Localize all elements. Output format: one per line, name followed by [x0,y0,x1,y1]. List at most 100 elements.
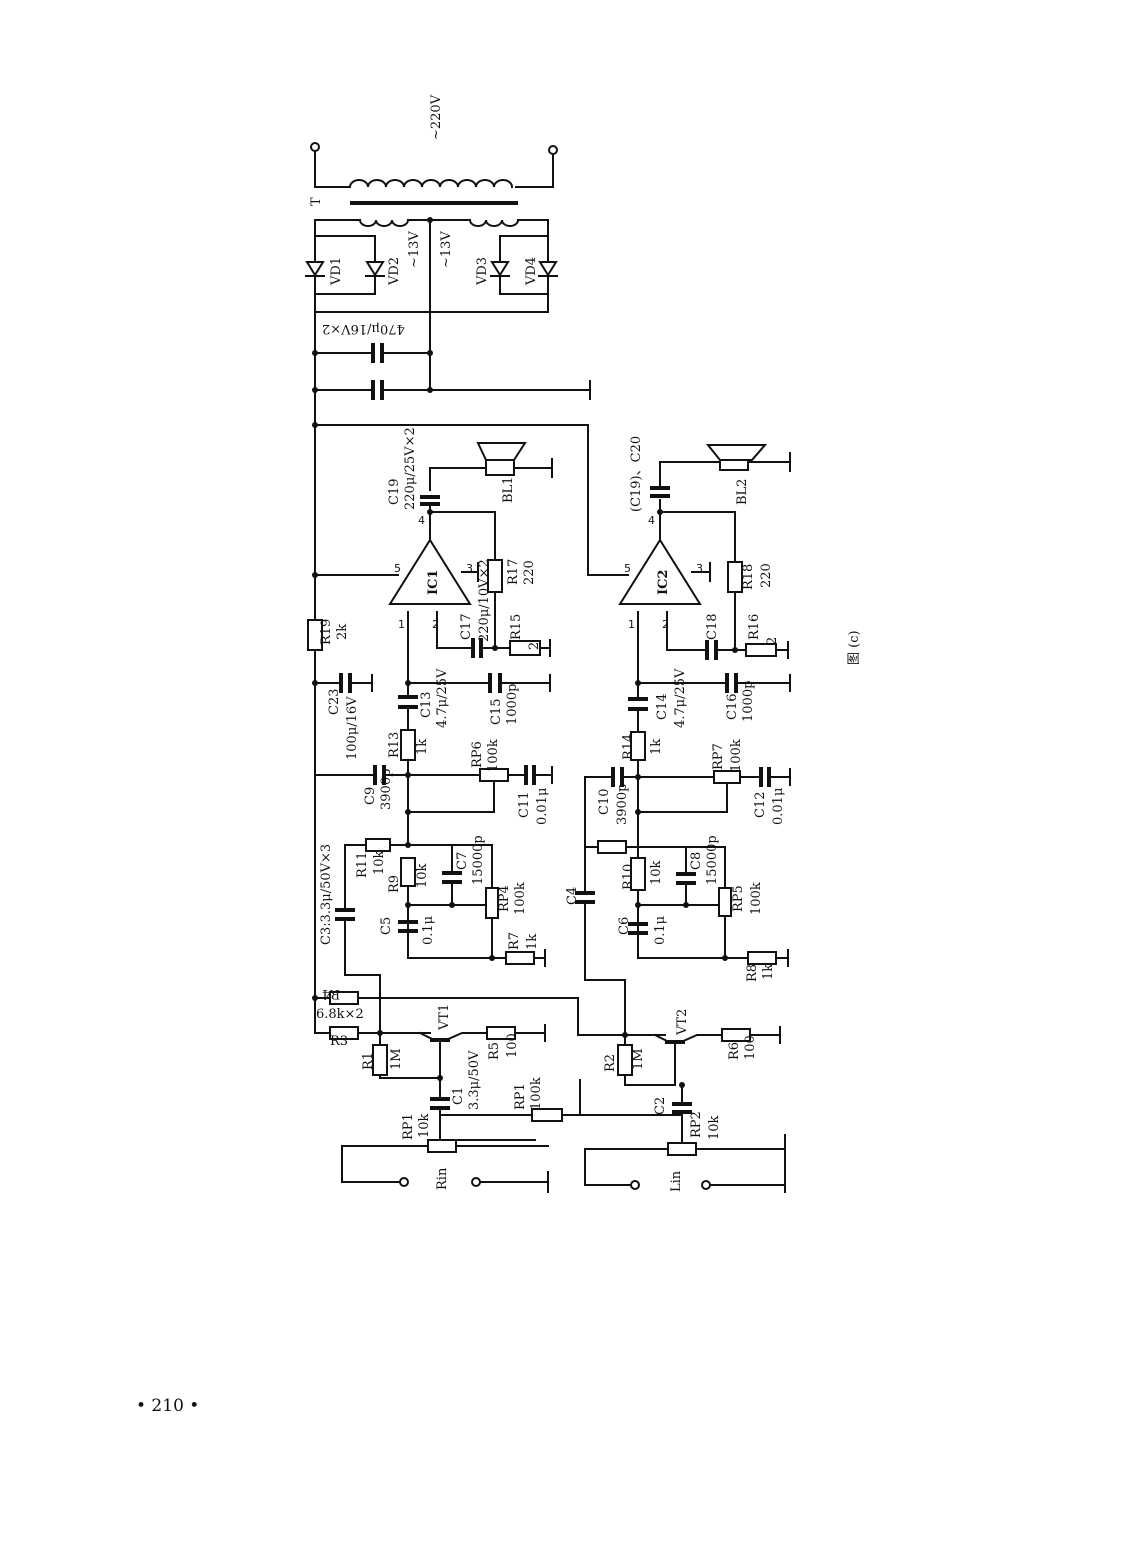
r34v-label: 6.8k×2 [316,1007,364,1022]
filter-caps-label: 470μ/16V×2 [322,321,405,336]
lin-terminal[interactable] [630,1180,640,1190]
r6v-label: 100 [743,1035,758,1060]
p2-label: 2 [662,618,669,631]
page-number: • 210 • [136,1396,200,1416]
c11-label: C11 [517,792,532,819]
r18-label: R18 [741,564,756,590]
r8 [747,951,777,965]
rp2-label: RP2 [689,1111,704,1138]
secondary-winding-b [468,218,520,227]
lin-ground-terminal[interactable] [701,1180,711,1190]
r10-feed [597,840,627,854]
r9-label: R9 [387,875,402,893]
rp1-label: RP1 [513,1083,528,1110]
lin-label: Lin [669,1170,684,1192]
c3-label: C3:3.3μ/50V×3 [319,844,334,945]
rin-ground-terminal[interactable] [471,1177,481,1187]
preamp-stage [312,991,786,1193]
c7-label: C7 [455,852,470,870]
r2v-label: 1M [631,1048,646,1070]
r8-label: R8 [745,964,760,982]
component-labels: C19 220μ/25V×2 BL1 R17 220 C17 220μ/10V×… [316,427,862,1192]
p5-label: 5 [624,562,631,575]
r16v-label: 2 [765,637,780,645]
r14v-label: 1k [649,739,664,755]
r4 [329,991,359,1005]
r18v-label: 220 [759,563,774,588]
c17v-label: 220μ/10V×2 [477,559,492,642]
c17-label: C17 [459,614,474,641]
p4-label: 4 [418,514,425,527]
r1v-label: 1M [389,1048,404,1070]
c23-label: C23 [327,689,342,716]
r4-label: R4 [322,986,340,1001]
secondary-a-label: ~13V [407,231,422,268]
rin-terminal[interactable] [399,1177,409,1187]
r15-label: R15 [509,614,524,640]
r3 [329,1026,359,1040]
diode-vd4 [538,261,558,277]
c10v-label: 3900p [615,784,630,825]
vt2-label: VT2 [675,1009,690,1036]
c19-label: C19 [387,479,402,506]
p3-label: 3 [696,562,703,575]
figure-caption: 图 (c) [847,630,862,665]
p1-label: 1 [628,618,635,631]
p4-label: 4 [648,514,655,527]
r7-label: R7 [507,932,522,950]
rp2 [667,1142,697,1156]
rp1-input [427,1139,457,1153]
diode-vd1 [305,261,325,277]
rp5-label: RP5 [731,885,746,912]
rin-label: Rin [435,1167,450,1190]
filter-cap-upper [371,343,384,363]
c15v-label: 1000p [505,684,520,725]
r13-label: R13 [387,732,402,758]
transistor-vt1 [379,1031,486,1079]
r11-label: R11 [355,852,370,878]
c5-label: C5 [379,917,394,935]
r11 [365,838,391,852]
mains-terminal-right [548,145,558,155]
c11v-label: 0.01μ [535,788,550,825]
r18 [727,561,743,593]
c8-label: C8 [689,852,704,870]
p5-label: 5 [394,562,401,575]
vd4-label: VD4 [524,257,539,286]
vt1-label: VT1 [437,1004,452,1031]
r2-label: R2 [603,1054,618,1072]
rp6-label: RP6 [470,741,485,768]
p3-label: 3 [466,562,473,575]
r6-label: R6 [727,1042,742,1060]
transistor-vt2 [624,1033,726,1086]
r5-label: R5 [487,1042,502,1060]
p1-label: 1 [398,618,405,631]
r13v-label: 1k [415,739,430,755]
rp1v-label: 100k [529,1077,544,1110]
r16-label: R16 [747,614,762,640]
r8v-label: 1k [761,964,776,980]
rp6v-label: 100k [486,739,501,772]
c16-label: C16 [725,694,740,721]
vd1-label: VD1 [329,257,344,286]
r14-label: R14 [621,734,636,760]
c19v-label: 220μ/25V×2 [403,427,418,510]
ic2-label: IC2 [656,570,671,595]
c13v-label: 4.7μ/25V [435,668,450,728]
primary-winding [348,179,514,189]
r15 [509,640,541,656]
vd2-label: VD2 [387,257,402,286]
r6 [721,1028,751,1042]
r10-label: R10 [621,864,636,890]
secondary-b-label: ~13V [439,231,454,268]
c4-label: C4 [565,887,580,905]
r2 [617,1044,633,1076]
channel-2: IC2 5 3 4 1 2 [575,444,791,1036]
r15v-label: 2 [527,642,542,650]
c23v-label: 100μ/16V [345,696,360,760]
c5v-label: 0.1μ [421,916,436,945]
mains-label: ~220V [429,94,444,140]
vd3-label: VD3 [475,257,490,286]
transformer-label: T [309,197,324,206]
secondary-winding-a [358,218,410,227]
